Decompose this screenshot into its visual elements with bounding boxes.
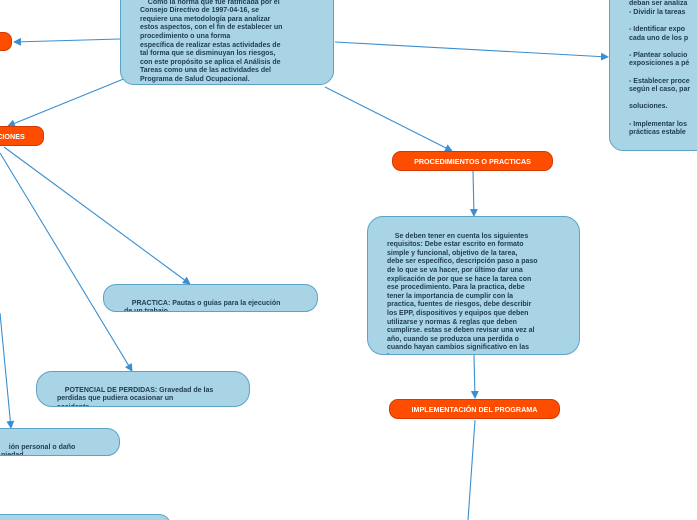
requisitos-topic-node[interactable]: Se deben tener en cuenta los siguientes … [367, 216, 580, 355]
right-list-topic-node[interactable]: - Seleccionar las t deban ser analiza - … [609, 0, 697, 151]
connector-procedimientos-to-requisitos [469, 170, 478, 217]
connector-top-to-procedimientos [324, 86, 453, 152]
lesion-topic-text: ión personal o daño piedad. [1, 443, 76, 456]
bottom-left-topic-node[interactable] [0, 514, 171, 520]
right-list-topic-text: - Seleccionar las t deban ser analiza - … [629, 0, 691, 137]
procedimientos-title-text: PROCEDIMIENTOS O PRACTICAS [414, 156, 531, 166]
top-center-topic-text: Como la norma que fue ratificada por el … [140, 0, 283, 83]
acciones-title-node[interactable]: CIONES [0, 126, 44, 146]
connector-acciones-to-practica [3, 146, 191, 285]
left-edge-title-node[interactable] [0, 32, 12, 51]
connector-acciones-to-potencial [0, 152, 133, 372]
practica-topic-node[interactable]: PRACTICA: Pautas o guías para la ejecuci… [103, 284, 318, 312]
practica-topic-text: PRACTICA: Pautas o guías para la ejecuci… [124, 299, 281, 312]
connector-top-to-left-node [13, 37, 121, 46]
connector-acciones-to-lesion [0, 312, 15, 429]
implementacion-title-text: IMPLEMENTACIÓN DEL PROGRAMA [411, 404, 538, 414]
connector-top-to-acciones [7, 77, 127, 128]
potencial-topic-text: POTENCIAL DE PERDIDAS: Gravedad de las p… [57, 386, 214, 406]
procedimientos-title-node[interactable]: PROCEDIMIENTOS O PRACTICAS [392, 151, 553, 171]
connector-top-to-right-list [334, 41, 609, 61]
lesion-topic-node[interactable]: ión personal o daño piedad. [0, 428, 120, 456]
top-center-topic-node[interactable]: Como la norma que fue ratificada por el … [120, 0, 334, 85]
requisitos-topic-text: Se deben tener en cuenta los siguientes … [387, 232, 538, 354]
connector-implementacion-to-next [467, 419, 476, 520]
potencial-topic-node[interactable]: POTENCIAL DE PERDIDAS: Gravedad de las p… [36, 371, 250, 407]
connector-requisitos-to-implementacion [470, 354, 479, 399]
implementacion-title-node[interactable]: IMPLEMENTACIÓN DEL PROGRAMA [389, 399, 560, 419]
acciones-title-text: CIONES [0, 131, 25, 141]
